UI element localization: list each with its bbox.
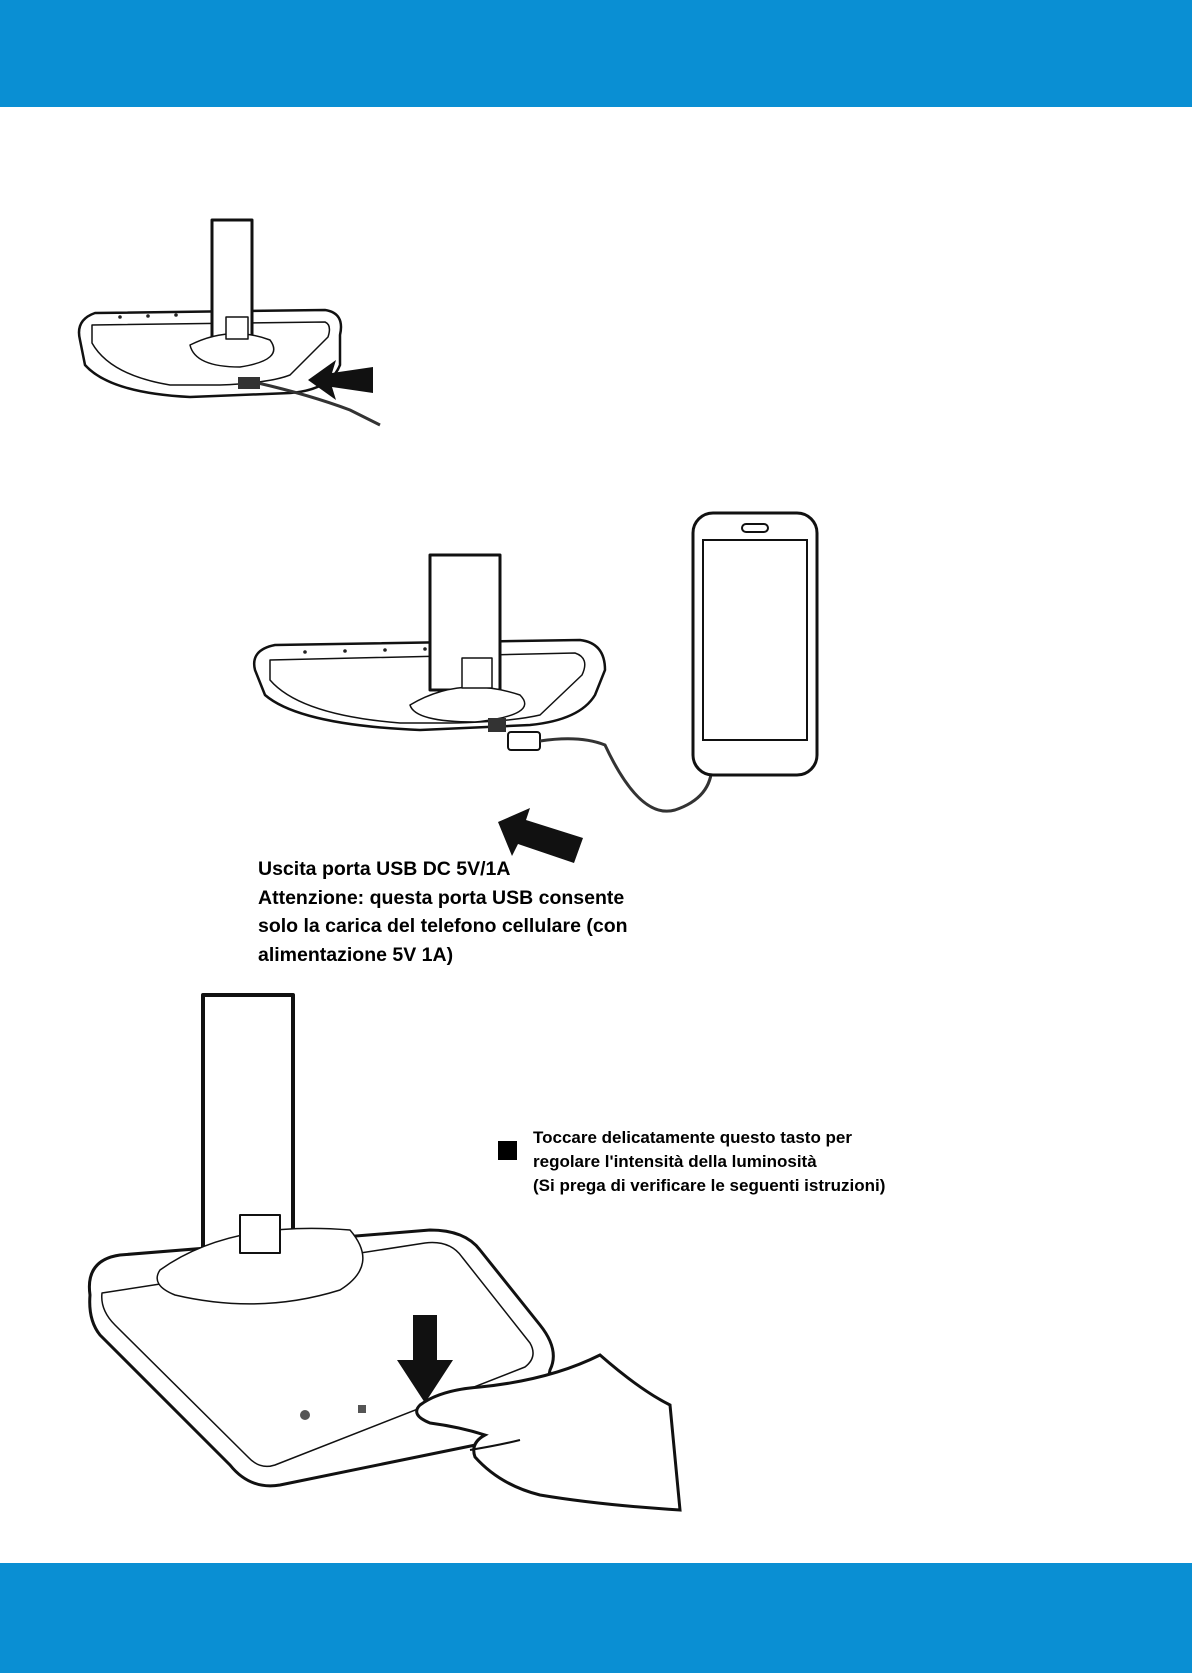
footer-band	[0, 1563, 1192, 1673]
lamp-touch-button-illustration	[80, 995, 680, 1525]
lamp-power-illustration	[70, 225, 380, 435]
usb-output-line: solo la carica del telefono cellulare (c…	[258, 912, 678, 941]
usb-output-line: Attenzione: questa porta USB consente	[258, 884, 678, 913]
lamp-usb-charging-illustration	[250, 510, 830, 890]
usb-output-note: Uscita porta USB DC 5V/1A Attenzione: qu…	[258, 855, 678, 969]
usb-output-line: Uscita porta USB DC 5V/1A	[258, 855, 678, 884]
arrow-down-icon	[395, 1315, 455, 1405]
arrow-left-icon	[308, 355, 378, 405]
touch-button-line: Toccare delicatamente questo tasto per	[533, 1126, 885, 1150]
smartphone-icon	[690, 510, 820, 780]
usb-output-line: alimentazione 5V 1A)	[258, 941, 678, 970]
header-band	[0, 0, 1192, 107]
touch-button-note: Toccare delicatamente questo tasto per r…	[498, 1126, 885, 1198]
touch-button-line: regolare l'intensità della luminosità	[533, 1150, 885, 1174]
square-bullet-icon	[498, 1141, 517, 1160]
touch-button-line: (Si prega di verificare le seguenti istr…	[533, 1174, 885, 1198]
